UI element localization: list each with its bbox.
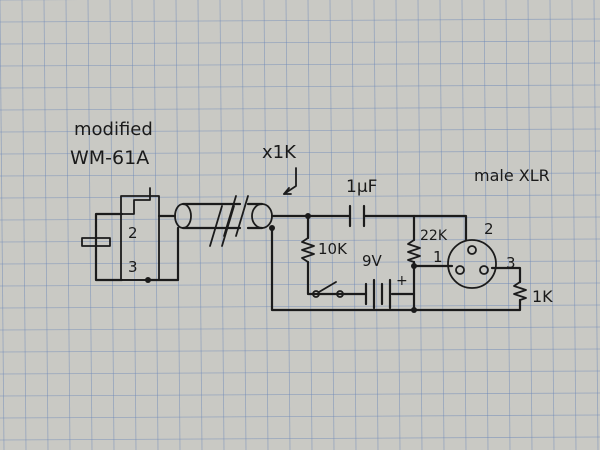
grid-line-vertical: [483, 0, 489, 450]
grid-line-vertical: [351, 0, 357, 450]
grid-line-vertical: [307, 0, 313, 450]
grid-line-vertical: [417, 0, 423, 450]
grid-line-horizontal: [0, 40, 600, 45]
grid-line-horizontal: [0, 348, 600, 353]
grid-line-vertical: [505, 0, 511, 450]
resistor-1k: [513, 281, 527, 301]
label-9v: 9V: [362, 252, 383, 270]
grid-line-vertical: [571, 0, 577, 450]
labels: modified WM-61A 2 3 x1K 1μF male XLR 10K…: [70, 119, 553, 306]
grid-line-horizontal: [0, 238, 600, 243]
grid-line-horizontal: [0, 18, 600, 23]
switch-and-battery: [312, 278, 392, 310]
label-xlr-pin-1: 1: [433, 248, 443, 266]
microphone-capsule: [81, 187, 160, 282]
grid-line-vertical: [395, 0, 401, 450]
shielded-cable: [146, 195, 273, 282]
grid-line-horizontal: [0, 84, 600, 89]
xlr-connector: [447, 239, 497, 289]
grid-line-vertical: [285, 0, 291, 450]
grid-line-vertical: [87, 0, 93, 450]
grid-line-horizontal: [0, 62, 600, 67]
grid-line-vertical: [153, 0, 159, 450]
grid-line-horizontal: [0, 150, 600, 155]
fet-body: [120, 195, 160, 281]
grid-line-vertical: [329, 0, 335, 450]
grid-line-vertical: [21, 0, 27, 450]
grid-line-vertical: [109, 0, 115, 450]
label-x1k: x1K: [262, 142, 297, 163]
grid-line-vertical: [373, 0, 379, 450]
grid-line-horizontal: [0, 194, 600, 199]
grid-line-horizontal: [0, 326, 600, 331]
label-1k: 1K: [532, 287, 553, 306]
label-male-xlr: male XLR: [474, 166, 550, 185]
grid-line-vertical: [527, 0, 533, 450]
grid-line-vertical: [65, 0, 71, 450]
grid-line-horizontal: [0, 392, 600, 397]
label-1uf: 1μF: [346, 177, 377, 197]
label-mic-model: WM-61A: [70, 147, 149, 169]
grid-line-horizontal: [0, 260, 600, 265]
resistor-10k: [301, 237, 315, 263]
label-pin-3: 3: [128, 258, 138, 276]
grid-line-vertical: [549, 0, 555, 450]
grid-line-vertical: [0, 0, 5, 450]
grid-line-horizontal: [0, 216, 600, 221]
label-pin-2: 2: [128, 224, 138, 242]
main-wiring: [145, 213, 522, 313]
grid-line-vertical: [131, 0, 137, 450]
grid-line-vertical: [43, 0, 49, 450]
grid-line-horizontal: [0, 106, 600, 111]
grid-line-horizontal: [0, 414, 600, 419]
grid-line-vertical: [197, 0, 203, 450]
grid-line-horizontal: [0, 128, 600, 133]
label-22k: 22K: [420, 228, 448, 244]
grid-line-horizontal: [0, 304, 600, 309]
label-xlr-pin-2: 2: [484, 220, 494, 238]
grid-line-horizontal: [0, 436, 600, 441]
label-modified: modified: [74, 119, 153, 140]
grid-line-horizontal: [0, 172, 600, 177]
grid-line-vertical: [439, 0, 445, 450]
capacitor-1uf: [348, 204, 366, 228]
grid-line-vertical: [241, 0, 247, 450]
grid-line-vertical: [219, 0, 225, 450]
label-10k: 10K: [318, 240, 348, 258]
resistor-22k: [407, 239, 421, 263]
grid-line-vertical: [593, 0, 599, 450]
grid-line-vertical: [461, 0, 467, 450]
label-battery-plus: +: [396, 273, 408, 289]
label-xlr-pin-3: 3: [506, 254, 516, 272]
x1k-pointer: [283, 167, 297, 195]
grid-line-vertical: [263, 0, 269, 450]
grid-line-horizontal: [0, 282, 600, 287]
grid-line-horizontal: [0, 370, 600, 375]
